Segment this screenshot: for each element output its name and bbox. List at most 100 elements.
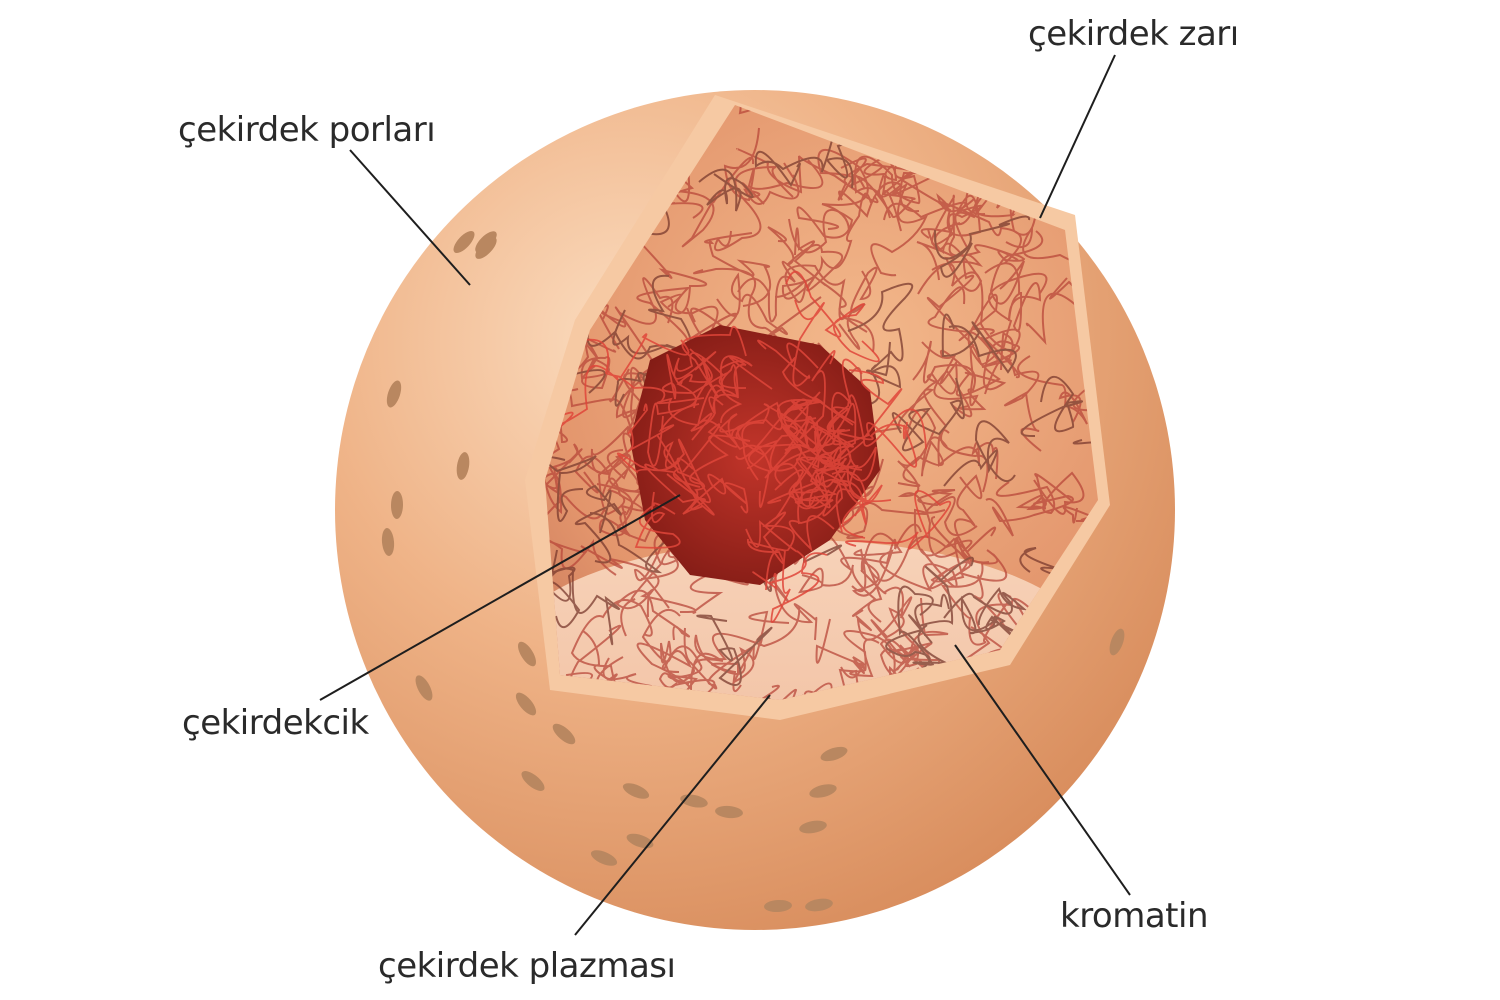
- chromatin-fiber: [574, 484, 622, 564]
- chromatin-fiber: [644, 434, 706, 515]
- chromatin-fiber: [897, 436, 948, 487]
- chromatin-fiber: [683, 610, 790, 690]
- chromatin-fiber: [545, 455, 597, 523]
- chromatin-fiber: [917, 489, 978, 536]
- chromatin-fiber: [916, 222, 983, 292]
- chromatin-fiber: [941, 313, 1017, 374]
- chromatin-fiber: [747, 439, 803, 508]
- chromatin-fiber: [641, 609, 724, 683]
- chromatin-fiber: [1020, 375, 1083, 438]
- chromatin-fiber: [869, 516, 973, 582]
- nuclear-pore: [386, 380, 402, 408]
- chromatin-fiber: [793, 227, 868, 333]
- chromatin-fiber: [848, 369, 927, 450]
- nuclear-pore: [820, 746, 848, 762]
- chromatin-fiber: [931, 262, 1021, 379]
- chromatin-fiber: [681, 325, 747, 409]
- chromatin-fiber: [803, 682, 859, 700]
- chromatin-fiber: [811, 453, 867, 525]
- chromatin-fiber: [984, 356, 1042, 452]
- chromatin-fiber: [883, 201, 983, 239]
- label-nucleolus: çekirdekcik: [182, 703, 369, 743]
- chromatin-fiber: [682, 413, 767, 473]
- chromatin-fiber: [815, 618, 867, 700]
- chromatin-fiber: [774, 402, 863, 486]
- chromatin-fiber: [741, 403, 799, 481]
- chromatin-fiber: [953, 474, 997, 554]
- chromatin-fiber: [927, 286, 998, 342]
- chromatin-fiber: [870, 607, 920, 700]
- chromatin-fiber: [943, 586, 1028, 626]
- chromatin-fiber: [854, 501, 973, 590]
- chromatin-fiber: [781, 192, 872, 300]
- chromatin-fiber: [634, 491, 681, 549]
- chromatin-fiber: [602, 657, 678, 700]
- chromatin-fiber: [735, 398, 856, 460]
- nuclear-pore: [456, 452, 470, 480]
- nuclear-pore: [390, 491, 404, 519]
- chromatin-fiber: [891, 377, 965, 452]
- chromatin-fiber: [845, 489, 952, 550]
- chromatin-fiber: [698, 168, 754, 212]
- nuclear-pore: [809, 784, 837, 798]
- chromatin-fiber: [1017, 355, 1088, 425]
- chromatin-fiber: [854, 141, 921, 219]
- chromatin-fiber: [1062, 506, 1098, 548]
- chromatin-fiber: [545, 535, 697, 614]
- nuclear-pore: [626, 833, 654, 849]
- chromatin-fiber: [663, 438, 712, 503]
- chromatin-fiber: [545, 630, 618, 700]
- label-nucleoplasm: çekirdek plazması: [378, 946, 676, 986]
- chromatin-fiber: [995, 471, 1085, 515]
- chromatin-fiber: [767, 455, 883, 524]
- chromatin-fiber: [598, 477, 644, 537]
- chromatin-fiber: [855, 569, 913, 641]
- chromatin-fiber: [989, 250, 1026, 305]
- chromatin-fiber: [696, 614, 773, 686]
- chromatin-fiber: [661, 353, 728, 400]
- nuclear-pore: [764, 899, 792, 913]
- chromatin-fiber: [816, 394, 865, 463]
- chromatin-fiber: [747, 511, 795, 565]
- chromatin-fiber: [785, 270, 880, 363]
- chromatin-fiber: [757, 299, 826, 387]
- nuclear-pore: [622, 783, 650, 799]
- chromatin-fiber: [885, 593, 950, 679]
- label-nuclear-membrane: çekirdek zarı: [1028, 14, 1239, 54]
- chromatin-fiber: [767, 226, 844, 292]
- nuclear-pore: [590, 850, 618, 866]
- chromatin-fiber: [622, 675, 698, 700]
- nuclear-pore: [515, 692, 537, 716]
- chromatin-fiber: [788, 206, 854, 254]
- chromatin-fiber: [943, 420, 1016, 487]
- chromatin-fiber: [720, 356, 773, 424]
- chromatin-fiber: [580, 356, 611, 390]
- chromatin-fiber: [781, 425, 847, 488]
- chromatin-fiber: [627, 403, 700, 452]
- chromatin-fiber: [960, 595, 1013, 637]
- chromatin-fiber: [590, 425, 648, 493]
- nuclear-pore: [415, 675, 433, 701]
- label-nuclear-pores: çekirdek porları: [178, 110, 436, 150]
- nucleolus: [630, 325, 880, 585]
- chromatin-fiber: [917, 253, 983, 347]
- leader-lines: [319, 54, 1131, 936]
- chromatin-fiber: [781, 342, 825, 430]
- nuclear-pore: [715, 805, 743, 819]
- chromatin-fiber: [985, 494, 1074, 537]
- chromatin-fiber: [933, 215, 1031, 278]
- chromatin-fiber: [897, 585, 947, 667]
- chromatin-fiber: [832, 421, 918, 468]
- nuclear-pore: [1109, 628, 1125, 656]
- chromatin-fiber: [840, 630, 931, 697]
- chromatin-fiber: [1015, 473, 1073, 511]
- nuclear-pore: [805, 898, 833, 912]
- chromatin-fiber: [847, 282, 914, 371]
- chromatin-fiber: [940, 549, 1009, 646]
- chromatin-fiber: [714, 166, 794, 252]
- chromatin-fiber: [545, 443, 611, 494]
- label-chromatin: kromatin: [1060, 896, 1209, 936]
- chromatin-fiber: [658, 645, 716, 700]
- chromatin-fiber: [689, 401, 783, 485]
